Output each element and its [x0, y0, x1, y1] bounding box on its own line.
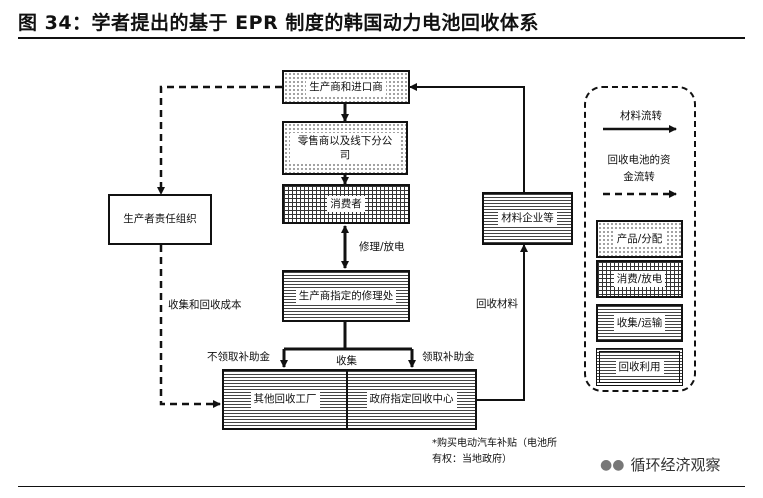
- legend-consume-discharge-label: 消费/放电: [613, 270, 666, 288]
- pro-box: 生产者责任组织: [108, 194, 212, 245]
- gov-center-label: 政府指定回收中心: [366, 391, 457, 408]
- consumer-label: 消费者: [327, 195, 365, 213]
- watermark-text: 循环经济观察: [630, 456, 721, 474]
- repair-discharge-label: 修理/放电: [359, 241, 405, 253]
- no-subsidy-label: 不领取补助金: [207, 351, 270, 363]
- retailer-label: 零售商以及线下分公司: [290, 132, 400, 164]
- legend-recycle-use-label: 回收利用: [615, 358, 664, 376]
- legend-recycle-use-box: 回收利用: [596, 348, 683, 386]
- producer-importer-label: 生产商和进口商: [306, 78, 386, 96]
- repair-box: 生产商指定的修理处: [282, 270, 410, 322]
- recycled-materials-label: 回收材料: [476, 298, 518, 310]
- legend-panel: [584, 86, 696, 392]
- other-recycler-label: 其他回收工厂: [250, 391, 320, 408]
- retailer-box: 零售商以及线下分公司: [282, 121, 408, 175]
- materials-company-box: 材料企业等: [482, 192, 573, 245]
- arrow-materials-producer: [409, 83, 525, 192]
- legend-collect-transport-label: 收集/运输: [613, 314, 666, 332]
- figure-title: 图 34：学者提出的基于 EPR 制度的韩国动力电池回收体系: [18, 12, 539, 34]
- other-recycler-box: 其他回收工厂: [222, 369, 348, 430]
- collection-label: 收集: [336, 355, 357, 367]
- legend-product-distribution-box: 产品/分配: [596, 220, 683, 258]
- subsidy-note: *购买电动汽车补贴（电池所有权：当地政府）: [432, 438, 557, 465]
- title-rule: [18, 37, 745, 39]
- legend-consume-discharge-box: 消费/放电: [596, 260, 683, 298]
- subsidy-label: 领取补助金: [422, 351, 475, 363]
- materials-company-label: 材料企业等: [498, 210, 557, 227]
- legend-collect-transport-box: 收集/运输: [596, 304, 683, 342]
- producer-importer-box: 生产商和进口商: [282, 70, 410, 104]
- consumer-box: 消费者: [282, 184, 410, 224]
- watermark: ●● 循环经济观察: [600, 454, 720, 475]
- wechat-icon: ●●: [600, 456, 625, 473]
- arrow-center-materials: [477, 244, 528, 401]
- legend-product-distribution-label: 产品/分配: [613, 230, 666, 248]
- legend-material-flow: 材料流转: [620, 110, 662, 122]
- dashed-pro-recycler: [159, 245, 221, 408]
- pro-label: 生产者责任组织: [120, 211, 200, 228]
- repair-label: 生产商指定的修理处: [295, 287, 397, 305]
- legend-fund-flow: 回收电池的资金流转: [607, 154, 671, 183]
- bottom-rule: [18, 486, 745, 487]
- dashed-producer-pro: [157, 85, 282, 195]
- collection-cost-label: 收集和回收成本: [168, 299, 242, 311]
- gov-center-box: 政府指定回收中心: [346, 369, 477, 430]
